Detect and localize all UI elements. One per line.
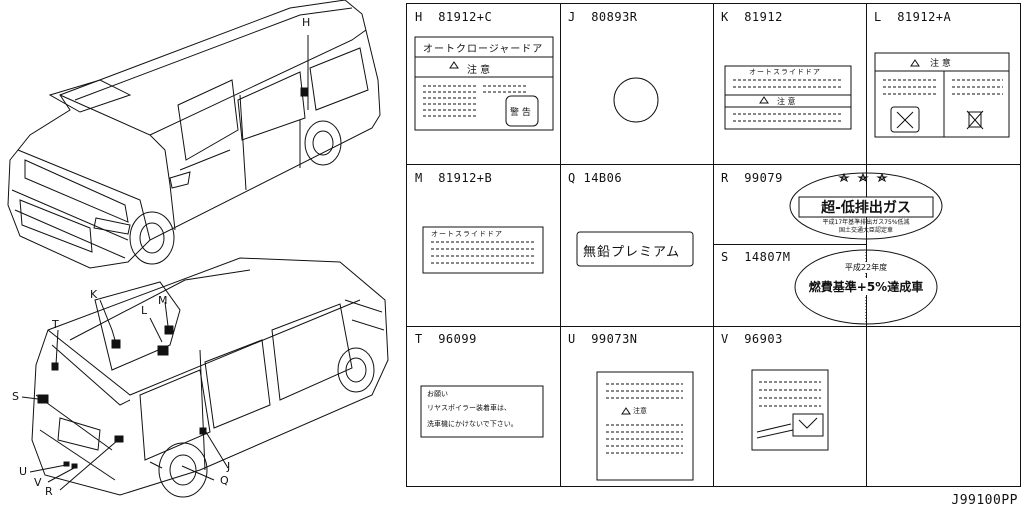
cell-R-label: R 99079 (721, 171, 783, 185)
label-K (724, 65, 852, 130)
label-U-caution: 注意 (633, 407, 647, 415)
label-Q (576, 231, 694, 267)
label-H-title: オートクロージャードア (423, 44, 544, 55)
cell-U-label: U 99073N (568, 332, 638, 346)
cell-S-label: S 14807M (721, 250, 791, 264)
cell-J-label: J 80893R (568, 10, 638, 24)
label-J (613, 77, 659, 123)
label-T (420, 385, 544, 438)
cell-M-label: M 81912+B (415, 171, 493, 185)
label-M-title: オートスライドドア (431, 230, 503, 238)
callout-R: R (45, 485, 53, 498)
label-T-line2: リヤスポイラー装着車は、 (427, 404, 511, 412)
cell-K-label: K 81912 (721, 10, 783, 24)
callout-Q: Q (220, 474, 229, 487)
label-V (751, 369, 829, 451)
label-H-warning: 警 告 (510, 108, 531, 118)
label-S-year: 平成22年度 (826, 262, 906, 273)
callout-H: H (302, 16, 311, 29)
callout-K: K (90, 288, 98, 301)
label-T-line1: お願い (427, 390, 448, 398)
callout-S: S (12, 390, 19, 403)
label-R (789, 172, 943, 240)
label-U (596, 371, 694, 481)
callout-leaders (21, 299, 229, 491)
label-R-main: 超-低排出ガス (821, 200, 911, 216)
callout-M: M (158, 294, 168, 307)
label-K-title: オートスライドドア (749, 68, 821, 76)
van-rear-view (31, 257, 389, 498)
label-H-caution: 注 意 (467, 65, 491, 76)
vehicle-illustration (7, 0, 389, 498)
label-R-sub2: 国土交通大臣認定車 (838, 227, 893, 234)
label-L-caution: 注 意 (930, 59, 951, 69)
label-S-main: 燃費基準+5%達成車 (799, 278, 933, 295)
cell-H-label: H 81912+C (415, 10, 493, 24)
label-L (874, 52, 1010, 138)
label-T-line3: 洗車機にかけないで下さい。 (427, 420, 518, 428)
label-drawings (414, 36, 1010, 481)
label-grid: H 81912+C J 80893R K 81912 L 81912+A M 8… (406, 3, 1021, 487)
cell-V-label: V 96903 (721, 332, 783, 346)
reference-code: J99100PP (951, 493, 1018, 508)
callout-T: T (52, 318, 59, 331)
callout-V: V (34, 476, 42, 489)
callout-U: U (19, 465, 28, 478)
cell-T-label: T 96099 (415, 332, 477, 346)
label-M (422, 226, 544, 274)
label-Q-text: 無鉛プレミアム (583, 245, 681, 260)
label-K-caution: 注 意 (777, 97, 796, 106)
callout-L: L (141, 304, 148, 317)
van-front-view (7, 0, 381, 269)
callout-J: J (227, 460, 231, 473)
cell-L-label: L 81912+A (874, 10, 952, 24)
cell-Q-label: Q 14B06 (568, 171, 623, 185)
label-R-sub1: 平成17年基準排出ガス75%低減 (822, 219, 910, 226)
label-H (414, 36, 554, 131)
